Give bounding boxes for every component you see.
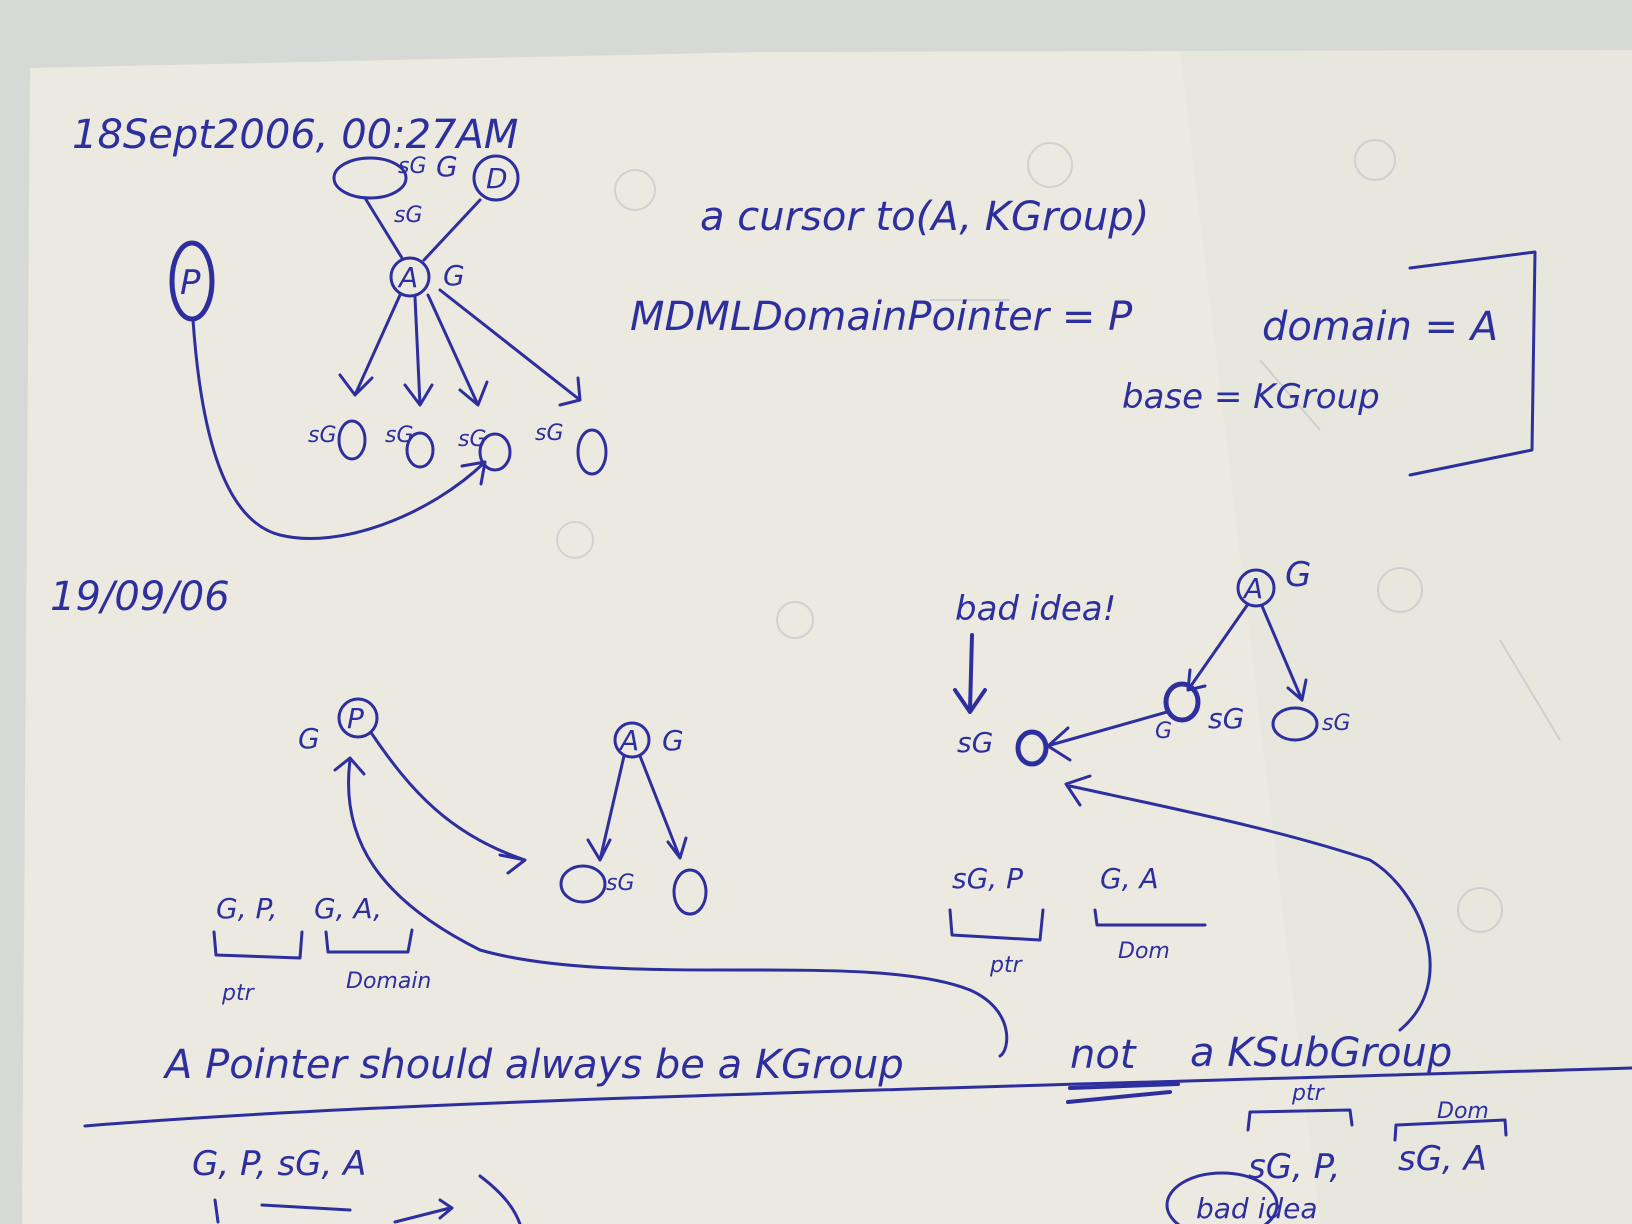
svg-text:D: D	[486, 162, 508, 195]
svg-text:sG, P: sG, P	[952, 862, 1023, 895]
svg-text:A: A	[618, 724, 639, 757]
domain-line: domain = A	[1262, 304, 1498, 350]
not-word: not	[1070, 1032, 1137, 1078]
node-a-top	[389, 256, 431, 298]
date-heading-1: 18Sept2006, 00:27AM	[72, 112, 518, 158]
svg-text:G: G	[436, 150, 458, 183]
bad-idea-bubble	[1165, 1171, 1279, 1224]
svg-text:P: P	[180, 263, 201, 303]
svg-text:Domain: Domain	[346, 969, 431, 994]
svg-text:G, A,: G, A,	[314, 892, 382, 925]
show-through-marks	[556, 139, 1561, 933]
svg-text:sG: sG	[957, 726, 993, 759]
base-line: base = KGroup	[1122, 377, 1380, 417]
svg-text:G, P,: G, P,	[216, 892, 277, 925]
svg-text:sG: sG	[535, 421, 564, 446]
svg-text:sG: sG	[308, 423, 337, 448]
date-heading-2: 19/09/06	[50, 574, 230, 620]
bottom-right-ptr-terms: sG, P,	[1248, 1147, 1340, 1187]
svg-text:G: G	[1155, 719, 1172, 744]
svg-text:ptr: ptr	[989, 953, 1024, 978]
top-tree-diagram: sG G D sG A G sG sG sG sG P	[169, 150, 608, 540]
subgroup-phrase: a KSubGroup	[1190, 1030, 1452, 1076]
bottom-left-terms: G, P, sG, A	[192, 1144, 366, 1184]
cursor-line: a cursor to(A, KGroup)	[700, 194, 1149, 240]
svg-text:Dom: Dom	[1118, 939, 1170, 964]
svg-text:A: A	[397, 261, 418, 294]
svg-text:G: G	[298, 722, 320, 755]
svg-text:P: P	[347, 702, 364, 735]
svg-text:G: G	[1285, 555, 1311, 595]
bottom-right-dom-terms: sG, A	[1398, 1139, 1487, 1179]
svg-text:sG: sG	[1208, 702, 1244, 735]
svg-text:sG: sG	[606, 871, 635, 896]
svg-text:sG: sG	[394, 203, 423, 228]
svg-text:sG: sG	[1322, 711, 1351, 736]
svg-text:G, A: G, A	[1100, 862, 1159, 895]
bad-idea-bottom: bad idea	[1196, 1192, 1318, 1224]
pointer-line: MDMLDomainPointer = P	[630, 294, 1133, 340]
svg-text:sG: sG	[458, 427, 487, 452]
pointer-domain-diagram: G P A G sG G, P, G, A, ptr Domain	[212, 697, 1009, 1058]
svg-text:bad idea!: bad idea!	[955, 589, 1116, 629]
svg-text:sG: sG	[398, 154, 427, 179]
node-empty	[332, 156, 408, 200]
separator-line	[83, 1066, 1632, 1128]
bad-idea-diagram: bad idea! sG G sG A G sG sG, P G, A ptr …	[948, 555, 1432, 1032]
node-d	[472, 154, 520, 202]
bracket-right	[1408, 250, 1537, 477]
svg-text:G: G	[443, 259, 465, 292]
pointer-rule: A Pointer should always be a KGroup	[162, 1042, 904, 1088]
svg-text:G: G	[662, 724, 684, 757]
svg-text:ptr: ptr	[1291, 1081, 1326, 1106]
svg-text:A: A	[1242, 572, 1263, 605]
svg-text:ptr: ptr	[221, 981, 256, 1006]
